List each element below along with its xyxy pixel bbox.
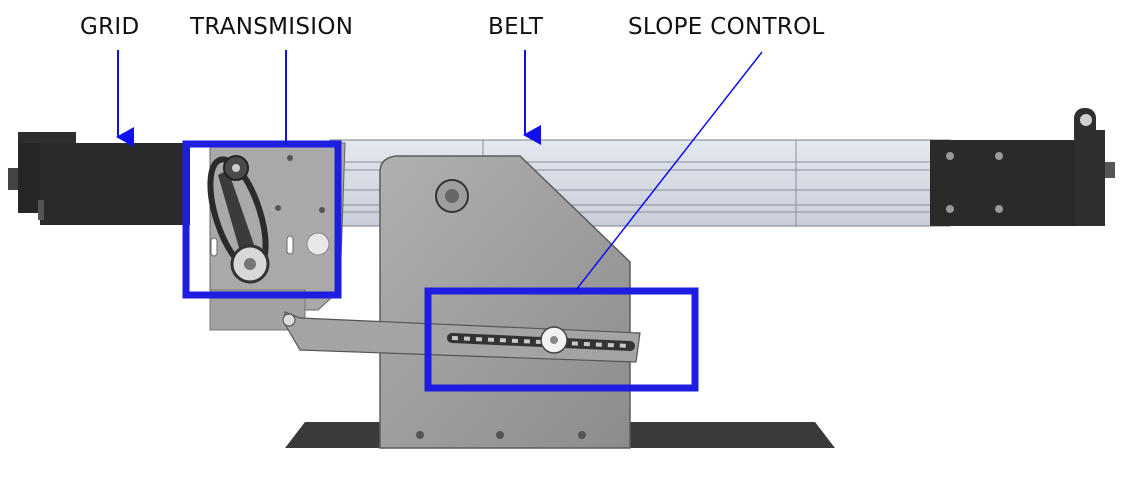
bolt-icon <box>995 205 1003 213</box>
label-belt: BELT <box>488 14 544 40</box>
bolt-icon <box>416 431 424 439</box>
bolt-icon <box>275 205 281 211</box>
bolt-icon <box>287 155 293 161</box>
transmission-highlight-box <box>182 140 342 299</box>
bolt-icon <box>578 431 586 439</box>
slope-control-arm <box>282 311 641 363</box>
bolt-icon <box>319 207 325 213</box>
bolt-icon <box>995 152 1003 160</box>
right-end-block <box>930 108 1115 226</box>
side-plate <box>379 155 631 449</box>
bolt-icon <box>946 205 954 213</box>
grid-block <box>8 132 190 225</box>
bolt-icon <box>946 152 954 160</box>
base-feet <box>285 422 835 448</box>
slope-control-highlight-box <box>424 287 699 392</box>
bolt-icon <box>496 431 504 439</box>
transmission-assembly <box>207 142 346 331</box>
label-slope-control: SLOPE CONTROL <box>628 14 825 40</box>
label-grid: GRID <box>80 14 140 40</box>
label-transmision: TRANSMISION <box>190 14 354 40</box>
slope-control-callout-line <box>575 51 763 291</box>
